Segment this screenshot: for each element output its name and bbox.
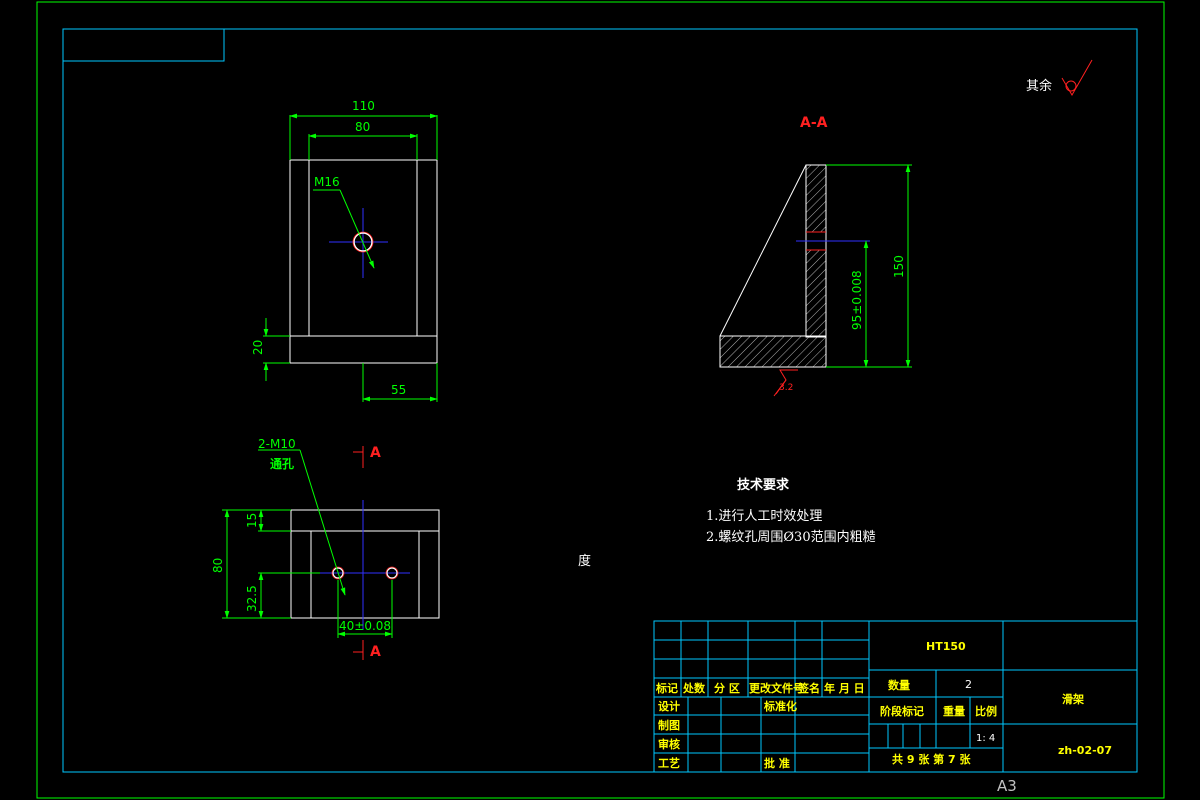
section-view xyxy=(719,164,912,397)
rev-header-mark: 标记 xyxy=(655,681,678,695)
quantity-value: 2 xyxy=(965,678,972,691)
rev-header-date: 年 月 日 xyxy=(824,681,865,695)
outer-border xyxy=(36,1,1165,799)
dim-offset: 55 xyxy=(391,383,406,397)
dim-inner-width: 80 xyxy=(355,120,370,134)
section-title: A-A xyxy=(800,115,828,131)
tech-req-item-2: 2.螺纹孔周围Ø30范围内粗糙 xyxy=(706,529,876,545)
top-view xyxy=(263,113,438,402)
approve-label: 批 准 xyxy=(764,756,790,770)
stage-label: 阶段标记 xyxy=(880,704,924,718)
part-name: 滑架 xyxy=(1062,692,1084,706)
dim-front-top: 15 xyxy=(245,513,259,528)
dim-front-height: 80 xyxy=(211,558,225,573)
thread-callout-m16: M16 xyxy=(314,175,340,189)
dim-base-height: 20 xyxy=(251,340,265,355)
inner-frame xyxy=(62,28,1138,773)
quantity-label: 数量 xyxy=(888,678,910,692)
weight-label: 重量 xyxy=(943,704,965,718)
process-label: 工艺 xyxy=(658,756,680,770)
sheet-count: 共 9 张 第 7 张 xyxy=(892,752,971,766)
front-view xyxy=(222,446,440,660)
scale-label: 比例 xyxy=(975,704,997,718)
roughness-value: 3.2 xyxy=(779,383,793,393)
rev-header-sign: 签名 xyxy=(797,681,820,695)
material: HT150 xyxy=(926,640,966,653)
roughness-symbol xyxy=(1061,59,1093,96)
through-hole-note: 通孔 xyxy=(270,456,294,471)
section-mark-bottom: A xyxy=(370,644,381,660)
tech-req-title: 技术要求 xyxy=(737,477,790,493)
corner-box xyxy=(62,28,225,62)
standardize-label: 标准化 xyxy=(763,699,797,713)
dim-section-height: 150 xyxy=(892,255,906,278)
drawing-number: zh-02-07 xyxy=(1058,744,1112,757)
dim-hole-height: 32.5 xyxy=(245,585,259,612)
stray-text: 度 xyxy=(578,553,591,569)
rev-header-count: 处数 xyxy=(682,681,706,695)
designer-label: 设计 xyxy=(658,699,680,713)
dim-section-hole: 95±0.008 xyxy=(850,270,864,330)
roughness-label: 其余 xyxy=(1026,78,1052,94)
dim-outer-width: 110 xyxy=(352,99,375,113)
sheet-size: A3 xyxy=(997,777,1017,795)
drafter-label: 制图 xyxy=(658,718,680,732)
rev-header-zone: 分 区 xyxy=(714,681,740,695)
rev-header-doc: 更改文件号 xyxy=(749,681,804,695)
section-mark-top: A xyxy=(370,445,381,461)
checker-label: 审核 xyxy=(658,737,680,751)
scale-value: 1: 4 xyxy=(976,733,995,744)
thread-callout-m10: 2-M10 xyxy=(258,437,296,451)
title-block xyxy=(653,620,1138,773)
tech-req-item-1: 1.进行人工时效处理 xyxy=(706,509,822,524)
dim-hole-spacing: 40±0.08 xyxy=(339,619,391,633)
